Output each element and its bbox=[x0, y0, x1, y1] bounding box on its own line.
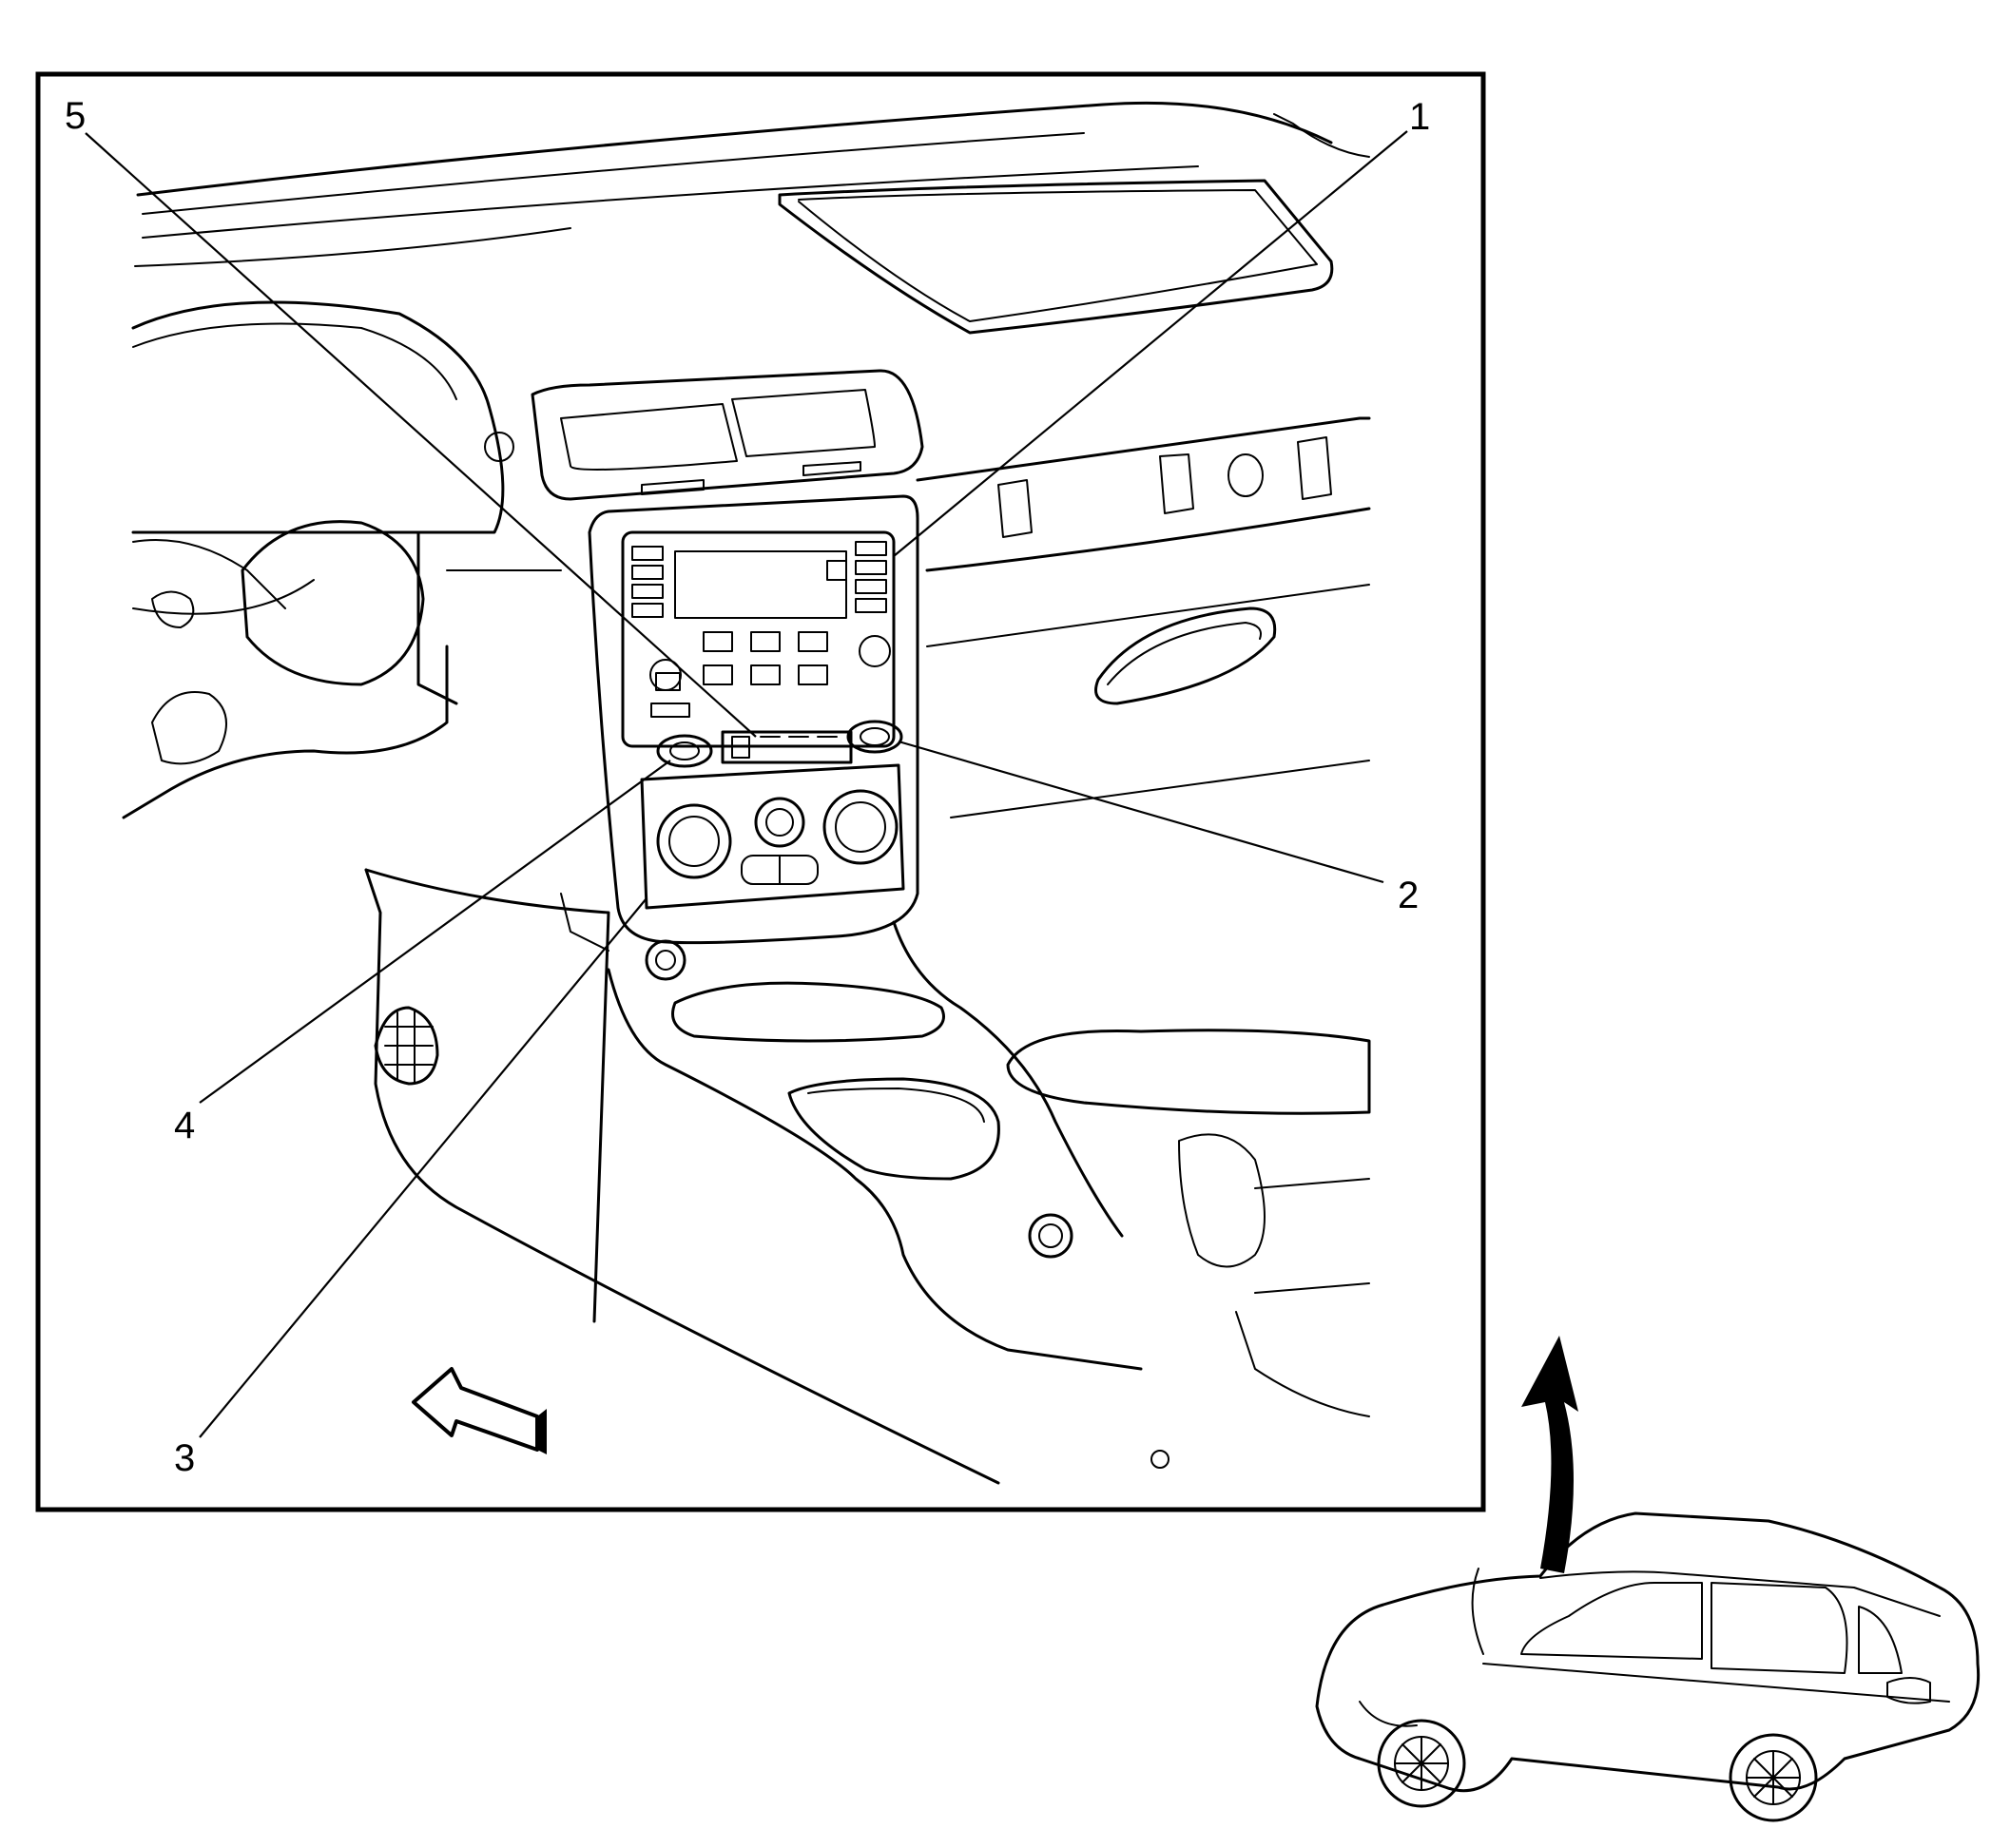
callout-3: 3 bbox=[174, 1437, 195, 1479]
leader-lines bbox=[85, 130, 1408, 1438]
switch-bank bbox=[721, 730, 853, 764]
knee-vent bbox=[374, 1006, 439, 1086]
locator-arrow-icon bbox=[1521, 1336, 1578, 1573]
callout-2: 2 bbox=[1398, 875, 1419, 916]
radio-buttons bbox=[631, 541, 891, 718]
callout-4: 4 bbox=[174, 1105, 195, 1146]
vehicle-locator-icon bbox=[1315, 1511, 1981, 1822]
hvac-control-panel bbox=[640, 763, 905, 910]
callout-5: 5 bbox=[65, 95, 86, 137]
forward-arrow-icon bbox=[412, 1367, 547, 1454]
right-button bbox=[846, 720, 903, 754]
dashboard-drawing bbox=[122, 101, 1371, 1485]
callout-1: 1 bbox=[1409, 96, 1430, 138]
detail-frame bbox=[35, 71, 1486, 1512]
left-button bbox=[656, 734, 713, 768]
